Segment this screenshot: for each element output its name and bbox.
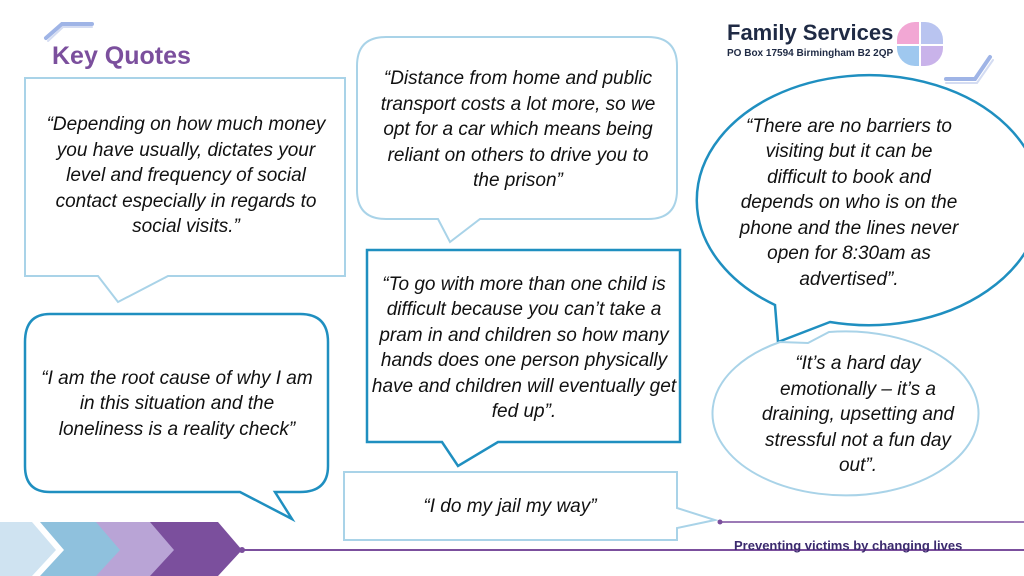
quote-bubble-7-shape bbox=[343, 471, 719, 541]
brand-name: Family Services bbox=[727, 20, 894, 45]
quote-bubble-6-shape bbox=[711, 330, 980, 497]
quote-text-6: “It’s a hard day emotionally – it’s a dr… bbox=[761, 353, 955, 477]
quote-text-5: “I am the root cause of why I am in this… bbox=[41, 367, 313, 440]
corner-decoration-top-left bbox=[44, 22, 94, 42]
family-services-logo-icon bbox=[897, 22, 943, 66]
corner-decoration-top-right bbox=[944, 55, 994, 84]
footer-tagline: Preventing victims by changing lives bbox=[734, 538, 963, 553]
quote-text-7: “I do my jail my way” bbox=[423, 496, 597, 518]
quote-bubble-3-shape bbox=[695, 74, 1024, 344]
quote-text-4: “To go with more than one child is diffi… bbox=[371, 273, 677, 423]
footer-decoration bbox=[0, 519, 1024, 576]
quote-bubble-5-shape bbox=[23, 312, 330, 523]
quote-bubble-1-shape bbox=[24, 77, 346, 304]
quote-text-2: “Distance from home and public transport… bbox=[380, 68, 656, 192]
page-title: Key Quotes bbox=[52, 42, 191, 70]
quote-bubble-2-shape bbox=[356, 36, 678, 244]
quote-text-1: “Depending on how much money you have us… bbox=[46, 114, 326, 238]
quote-bubble-4-shape bbox=[365, 248, 682, 468]
quote-text-3: “There are no barriers to visiting but i… bbox=[739, 115, 959, 290]
brand-address: PO Box 17594 Birmingham B2 2QP bbox=[727, 48, 894, 59]
